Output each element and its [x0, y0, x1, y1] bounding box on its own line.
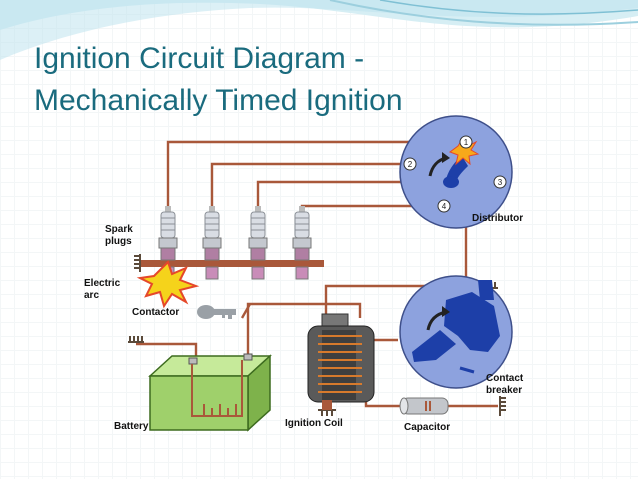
contact-breaker [399, 275, 513, 389]
wire-contactor-coil [246, 302, 362, 356]
label-electric-arc-line1: Electric [84, 278, 121, 289]
title-line-1: Ignition Circuit Diagram - [34, 42, 365, 75]
label-distributor: Distributor [472, 213, 523, 224]
contactor-switch [240, 303, 252, 319]
spark-plug-4 [292, 206, 312, 280]
electric-arc-burst [136, 260, 200, 309]
wire-plug1-terminal1 [166, 140, 466, 208]
distributor-terminals: 1 2 3 4 [403, 135, 507, 213]
ground-symbol [499, 396, 506, 416]
label-contact-breaker-line1: Contact [486, 373, 524, 384]
title-line-2: Mechanically Timed Ignition [34, 84, 403, 117]
terminal-4-label: 4 [442, 202, 447, 211]
capacitor [399, 397, 449, 415]
ground-bar [140, 260, 324, 267]
label-contactor: Contactor [132, 307, 179, 318]
distributor [399, 115, 513, 229]
wire-plug2-terminal2 [210, 162, 410, 208]
wire-battery-ground [136, 342, 198, 358]
spark-plug-2 [202, 206, 222, 280]
ground-symbol [318, 409, 336, 416]
ignition-coil [307, 313, 375, 410]
label-spark-plugs-line1: Spark [105, 224, 133, 235]
spark-plug-3 [248, 206, 268, 280]
spark-plugs [158, 206, 312, 280]
breaker-cam [412, 280, 500, 362]
label-spark-plugs-line2: plugs [105, 236, 132, 247]
diagram-labels: Spark plugs Electric arc Contactor Batte… [84, 213, 524, 433]
ground-symbol [128, 336, 144, 343]
label-contact-breaker-line2: breaker [486, 385, 522, 396]
label-capacitor: Capacitor [404, 422, 450, 433]
label-electric-arc-line2: arc [84, 290, 99, 301]
label-ignition-coil: Ignition Coil [285, 418, 343, 429]
distributor-rotor [443, 156, 468, 188]
ground-symbol [134, 254, 141, 272]
contactor-key-icon [197, 305, 236, 319]
header-swoosh-decoration [0, 0, 638, 60]
label-battery: Battery [114, 421, 149, 432]
slide-title: Ignition Circuit Diagram - Mechanically … [34, 38, 403, 122]
terminal-3-label: 3 [498, 178, 503, 187]
terminal-2-label: 2 [408, 160, 413, 169]
battery [148, 353, 272, 432]
terminal-1-label: 1 [464, 138, 469, 147]
